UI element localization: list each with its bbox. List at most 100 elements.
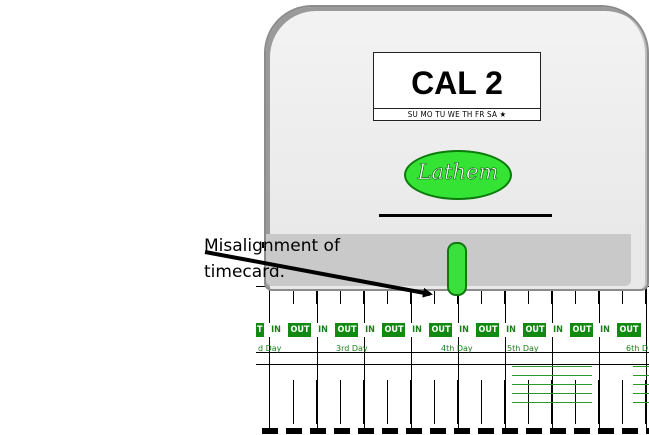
card-tick-upper xyxy=(528,286,529,304)
brand-logo-text: Lathem xyxy=(417,160,499,185)
card-tick-upper xyxy=(387,286,388,304)
card-tick-upper xyxy=(504,286,505,304)
column-label-out: OUT xyxy=(382,323,406,337)
card-tick-upper xyxy=(575,286,576,304)
card-bottom-edge-dash xyxy=(382,428,398,434)
column-label-in: IN xyxy=(311,323,335,337)
card-column-line xyxy=(317,244,318,431)
day-label: 3rd Day xyxy=(336,344,368,353)
card-tick-lower xyxy=(598,380,599,424)
card-tick-lower xyxy=(293,380,294,424)
card-green-rule xyxy=(512,393,592,394)
card-column-line xyxy=(599,244,600,431)
card-bottom-edge-dash xyxy=(430,428,446,434)
brand-logo: Lathem xyxy=(404,150,512,200)
card-bottom-edge-dash xyxy=(406,428,422,434)
weekday-strip: SU MO TU WE TH FR SA ★ xyxy=(373,108,541,121)
card-bottom-edge-dash xyxy=(358,428,374,434)
column-label-out: OUT xyxy=(570,323,594,337)
day-label: 5th Day xyxy=(507,344,539,353)
card-green-rule xyxy=(512,375,592,376)
card-green-rule xyxy=(633,402,649,403)
card-green-rule xyxy=(633,375,649,376)
annotation-line-2: timecard. xyxy=(204,262,286,282)
card-tick-upper xyxy=(598,286,599,304)
column-label-in: IN xyxy=(546,323,570,337)
card-bottom-edge-dash xyxy=(622,428,638,434)
column-label-in: IN xyxy=(405,323,429,337)
card-column-line xyxy=(364,244,365,431)
day-label: 6th D xyxy=(626,344,648,353)
card-bottom-edge-dash xyxy=(646,428,649,434)
card-rule-lower xyxy=(256,364,649,365)
card-tick-lower xyxy=(457,380,458,424)
card-tick-upper xyxy=(622,286,623,304)
card-tick-upper xyxy=(481,286,482,304)
card-tick-upper xyxy=(363,286,364,304)
card-bottom-edge-dash xyxy=(550,428,566,434)
card-bottom-edge-dash xyxy=(478,428,494,434)
card-bottom-edge-dash xyxy=(598,428,614,434)
card-tick-lower xyxy=(363,380,364,424)
card-column-line xyxy=(269,244,270,431)
card-tick-lower xyxy=(622,380,623,424)
display-text: CAL 2 xyxy=(411,65,503,101)
card-green-rule xyxy=(633,393,649,394)
annotation-line-1: Misalignment of xyxy=(204,236,340,256)
card-tick-lower xyxy=(434,380,435,424)
card-tick-upper xyxy=(551,286,552,304)
column-label-out: OUT xyxy=(429,323,453,337)
card-tick-lower xyxy=(481,380,482,424)
alignment-indicator xyxy=(447,242,467,296)
column-label-edge: T xyxy=(256,323,265,337)
column-label-in: IN xyxy=(499,323,523,337)
card-green-rule xyxy=(633,366,649,367)
card-tick-lower xyxy=(316,380,317,424)
card-rule-mid xyxy=(256,352,649,353)
day-label: d Day xyxy=(258,344,282,353)
card-insert-slot xyxy=(379,214,552,217)
column-label-out: OUT xyxy=(617,323,641,337)
card-green-rule xyxy=(633,384,649,385)
card-tick-lower xyxy=(340,380,341,424)
column-label-in: IN xyxy=(452,323,476,337)
card-tick-upper xyxy=(293,286,294,304)
card-bottom-edge-dash xyxy=(334,428,350,434)
card-column-line xyxy=(646,244,647,431)
card-column-line xyxy=(411,244,412,431)
card-bottom-edge-dash xyxy=(310,428,326,434)
card-bottom-edge-dash xyxy=(262,428,278,434)
card-tick-upper xyxy=(340,286,341,304)
card-tick-lower xyxy=(387,380,388,424)
card-tick-lower xyxy=(504,380,505,424)
card-column-line xyxy=(505,244,506,431)
column-label-out: OUT xyxy=(476,323,500,337)
card-bottom-edge-dash xyxy=(574,428,590,434)
card-bottom-edge-dash xyxy=(454,428,470,434)
card-tick-upper xyxy=(410,286,411,304)
card-tick-lower xyxy=(269,380,270,424)
card-column-line xyxy=(552,244,553,431)
column-label-out: OUT xyxy=(288,323,312,337)
card-tick-upper xyxy=(434,286,435,304)
card-green-rule xyxy=(512,366,592,367)
card-bottom-edge-dash xyxy=(502,428,518,434)
column-label-out: OUT xyxy=(335,323,359,337)
column-label-in: IN xyxy=(264,323,288,337)
column-label-out: OUT xyxy=(523,323,547,337)
card-tick-lower xyxy=(410,380,411,424)
card-bottom-edge-dash xyxy=(286,428,302,434)
card-tick-upper xyxy=(645,286,646,304)
card-green-rule xyxy=(512,402,592,403)
column-label-in: IN xyxy=(593,323,617,337)
card-tick-upper xyxy=(316,286,317,304)
card-bottom-edge-dash xyxy=(526,428,542,434)
annotation-caption: Misalignment of timecard. xyxy=(204,233,340,285)
day-label: 4th Day xyxy=(441,344,473,353)
card-green-rule xyxy=(512,384,592,385)
card-column-line xyxy=(458,244,459,431)
card-tick-upper xyxy=(269,286,270,304)
